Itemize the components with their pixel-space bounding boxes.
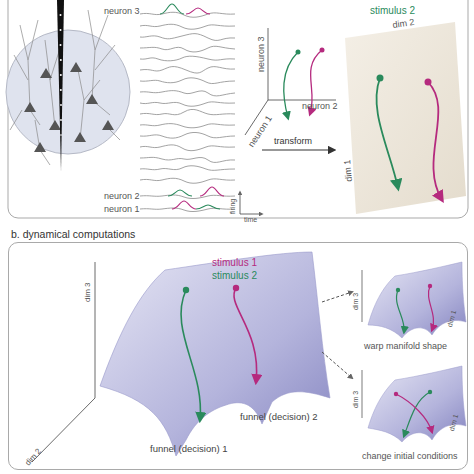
manifold-trajectory — [396, 394, 432, 432]
trace-label: neuron 2 — [104, 192, 140, 201]
manifold-surface — [100, 252, 330, 456]
stimulus-label: stimulus 2 — [370, 6, 415, 16]
projection-plane — [345, 22, 466, 214]
panel-caption: change initial conditions — [362, 452, 458, 461]
manifold-trajectory — [234, 288, 257, 382]
axis-label: neuron 2 — [302, 102, 338, 111]
transform-label: transform — [274, 137, 312, 146]
start-dot — [233, 285, 239, 291]
manifold-surface — [368, 262, 466, 338]
scale-axes — [240, 192, 262, 214]
axis-label: time — [244, 216, 257, 223]
neurons — [24, 62, 114, 152]
projected-trajectory — [428, 82, 442, 200]
start-dot — [428, 284, 432, 288]
start-dot — [183, 287, 189, 293]
panel-heading: b. dynamical computations — [11, 228, 135, 240]
state-trajectory — [284, 52, 298, 118]
probe-sites — [60, 14, 62, 136]
axis-label: dim 2 — [392, 18, 415, 30]
neuron-axes — [245, 28, 336, 135]
stimulus-label: stimulus 1 — [212, 258, 257, 268]
firing-traces — [140, 12, 235, 211]
manifold-axes — [362, 370, 363, 418]
axis-label: dim 3 — [352, 391, 359, 408]
start-dot — [425, 79, 432, 86]
tissue-circle — [6, 30, 130, 154]
axis-label: dim 3 — [352, 293, 359, 310]
stimulus-label: stimulus 2 — [212, 271, 257, 281]
axis-label: neuron 3 — [257, 36, 266, 72]
manifold-surface — [368, 366, 466, 442]
start-dot — [396, 288, 400, 292]
panel-caption: warp manifold shape — [364, 342, 447, 351]
axis-label: dim 2 — [24, 447, 43, 467]
funnel-label: funnel (decision) 2 — [240, 412, 318, 422]
axis-label: dim 3 — [84, 282, 92, 302]
manifold-trajectory — [181, 290, 200, 420]
transform-arrow — [262, 149, 334, 150]
stimulus-traces — [160, 4, 224, 209]
axis-label: neuron 1 — [247, 114, 274, 149]
manifold-axes — [362, 270, 363, 322]
trace-label: neuron 1 — [104, 205, 140, 214]
trace-label: neuron 3 — [104, 7, 140, 16]
manifold-trajectory — [396, 290, 404, 332]
start-dot — [377, 75, 384, 82]
axis-label: firing — [229, 199, 236, 214]
manifold-axes — [32, 262, 95, 462]
dashed-arrow — [322, 292, 352, 302]
manifold-trajectory — [428, 286, 433, 330]
dashed-arrow — [322, 352, 352, 378]
axis-label: dim 1 — [343, 159, 354, 182]
start-dot — [320, 48, 325, 53]
start-dot — [428, 390, 432, 394]
manifold-trajectory — [404, 392, 430, 436]
dendrites — [10, 10, 120, 165]
funnel-label: funnel (decision) 1 — [150, 444, 228, 454]
probe — [57, 0, 64, 172]
start-dot — [394, 392, 398, 396]
start-dot — [296, 50, 301, 55]
projected-trajectory — [376, 78, 398, 188]
